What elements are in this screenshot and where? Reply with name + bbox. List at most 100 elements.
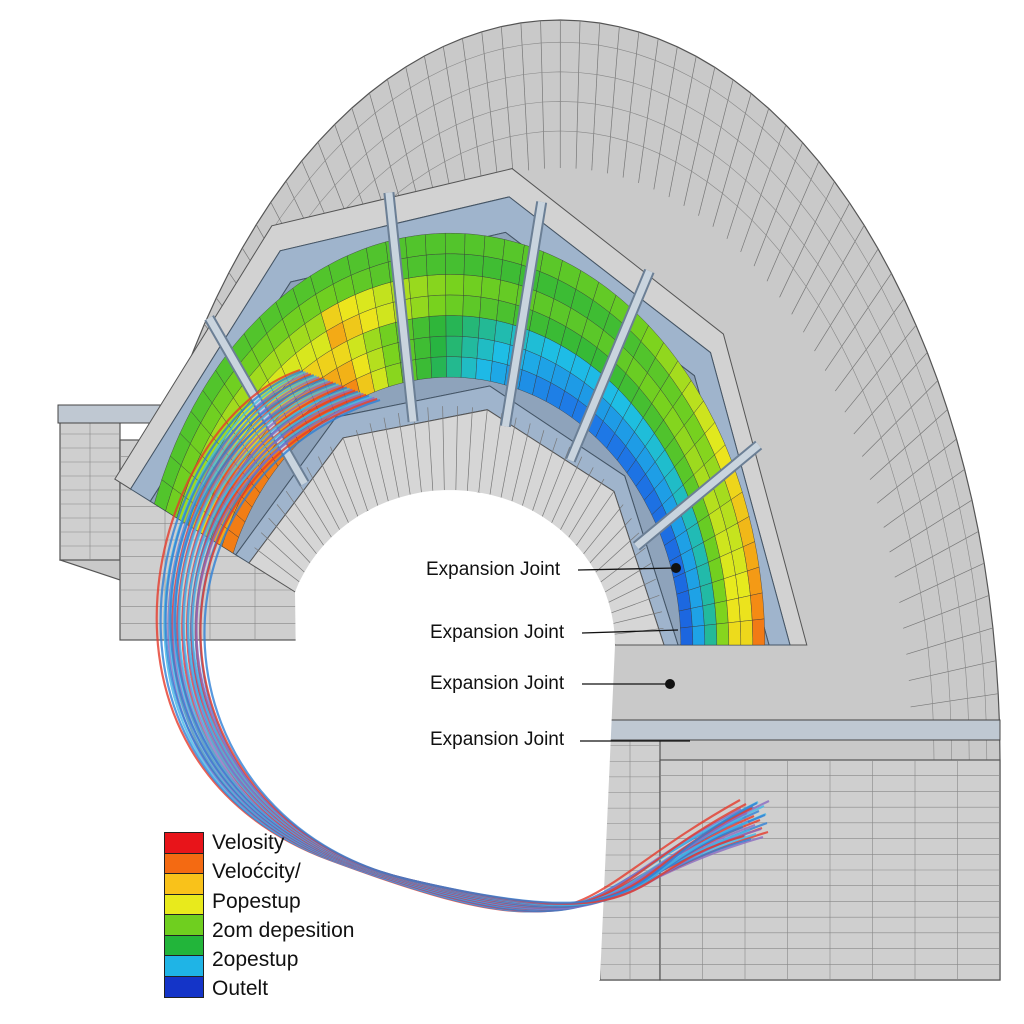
block-joint-line <box>683 67 716 206</box>
block-joint-line <box>424 55 452 197</box>
intrados-joint-line <box>600 547 646 583</box>
contour-cell <box>475 358 493 382</box>
contour-cell <box>428 315 447 338</box>
block-joint-line <box>668 56 697 198</box>
intrados-joint-line <box>541 446 571 517</box>
block-joint-line <box>903 595 990 629</box>
legend-swatch <box>165 853 203 874</box>
contour-cell <box>690 605 705 627</box>
intrados-joint-line <box>383 417 400 498</box>
legend-swatch <box>165 976 203 997</box>
block-joint-line <box>883 468 965 528</box>
contour-cell <box>727 621 741 646</box>
intrados-joint-line <box>285 491 324 546</box>
legend-labels: Velosity Veloćcity/ Popestup 2om depesit… <box>212 828 354 1004</box>
contour-cell <box>429 335 447 358</box>
block-joint-line <box>894 531 979 578</box>
intrados-joint-line <box>398 413 411 495</box>
callout-expansion-joint-4: Expansion Joint <box>430 729 565 750</box>
contour-cell <box>716 622 729 646</box>
legend-label: Veloćcity/ <box>212 860 301 884</box>
block-joint-line <box>653 46 678 190</box>
block-joint-line <box>591 23 601 171</box>
contour-cell <box>476 337 495 362</box>
intrados-joint-line <box>455 406 458 491</box>
contour-cell <box>492 340 511 366</box>
block-joint-line <box>910 693 999 708</box>
block-joint-line <box>803 225 865 333</box>
legend-swatch <box>165 956 203 977</box>
contour-cell <box>702 603 717 626</box>
contour-cell <box>405 234 427 258</box>
contour-cell <box>462 295 482 318</box>
block-joint-line <box>908 660 997 681</box>
intrados-joint-line <box>466 407 473 491</box>
block-joint-line <box>740 124 787 253</box>
intrados-joint-line <box>369 423 389 502</box>
intrados-joint-line <box>500 417 517 498</box>
support-rib-face <box>385 192 417 423</box>
block-joint-line <box>824 273 892 371</box>
expansion-joint-marker <box>665 679 675 689</box>
block-joint-line <box>853 352 928 435</box>
contour-cell <box>478 317 497 342</box>
right-base-plate <box>599 719 1001 741</box>
intrados-joint-line <box>295 478 332 538</box>
legend-label: Velosity <box>212 831 285 854</box>
block-joint-line <box>405 66 437 206</box>
intrados-joint-line <box>318 456 349 523</box>
contour-cell <box>483 235 506 260</box>
arch-opening <box>295 490 615 980</box>
contour-cell <box>738 595 753 622</box>
intrados-joint-line <box>595 532 640 573</box>
intrados-joint-line <box>560 467 594 531</box>
block-joint-line <box>899 562 985 603</box>
legend-swatch <box>165 935 203 956</box>
intrados-joint-line <box>589 518 632 564</box>
callout-leader-line <box>581 629 679 634</box>
intrados-joint-line <box>611 594 660 614</box>
support-rib-face <box>634 442 761 549</box>
block-joint-line <box>638 38 659 183</box>
block-joint-line <box>889 499 973 553</box>
intrados-joint-line <box>551 456 583 524</box>
block-joint-line <box>766 161 820 282</box>
expansion-joint-marker <box>671 563 681 573</box>
block-joint-line <box>607 26 620 174</box>
intrados-joint-line <box>489 413 503 495</box>
contour-cell <box>424 232 446 256</box>
block-joint-line <box>861 380 939 457</box>
callout-expansion-joint-2: Expansion Joint <box>430 622 565 643</box>
contour-cell <box>480 276 501 301</box>
intrados-joint-line <box>568 478 605 538</box>
intrados-joint-line <box>355 430 379 506</box>
legend-swatch <box>165 894 203 915</box>
intrados-joint-line <box>583 504 624 555</box>
block-joint-line <box>712 93 752 227</box>
contour-cell <box>430 356 447 379</box>
block-joint-line <box>791 202 850 315</box>
contour-cell <box>461 336 479 359</box>
intrados-joint-line <box>532 437 558 511</box>
block-joint-line <box>481 31 498 178</box>
contour-cell <box>464 233 486 257</box>
contour-cell <box>714 600 729 625</box>
streamline <box>203 398 758 904</box>
contour-cell <box>462 315 480 339</box>
color-legend: Velosity Veloćcity/ Popestup 2om depesit… <box>164 831 384 1000</box>
block-joint-line <box>462 38 483 183</box>
contour-cell <box>406 254 428 279</box>
contour-cell <box>676 590 692 612</box>
intrados-joint-line <box>511 423 531 502</box>
block-joint-line <box>622 31 640 178</box>
intrados-joint-line <box>613 611 663 624</box>
contour-cell <box>460 356 478 380</box>
support-rib-face <box>567 269 653 462</box>
intrados-joint-line <box>576 491 615 546</box>
contour-cell <box>751 618 765 646</box>
contour-cell <box>408 275 429 299</box>
legend-color-bar <box>164 832 204 998</box>
block-joint-line <box>540 20 545 169</box>
legend-swatch <box>165 874 203 895</box>
